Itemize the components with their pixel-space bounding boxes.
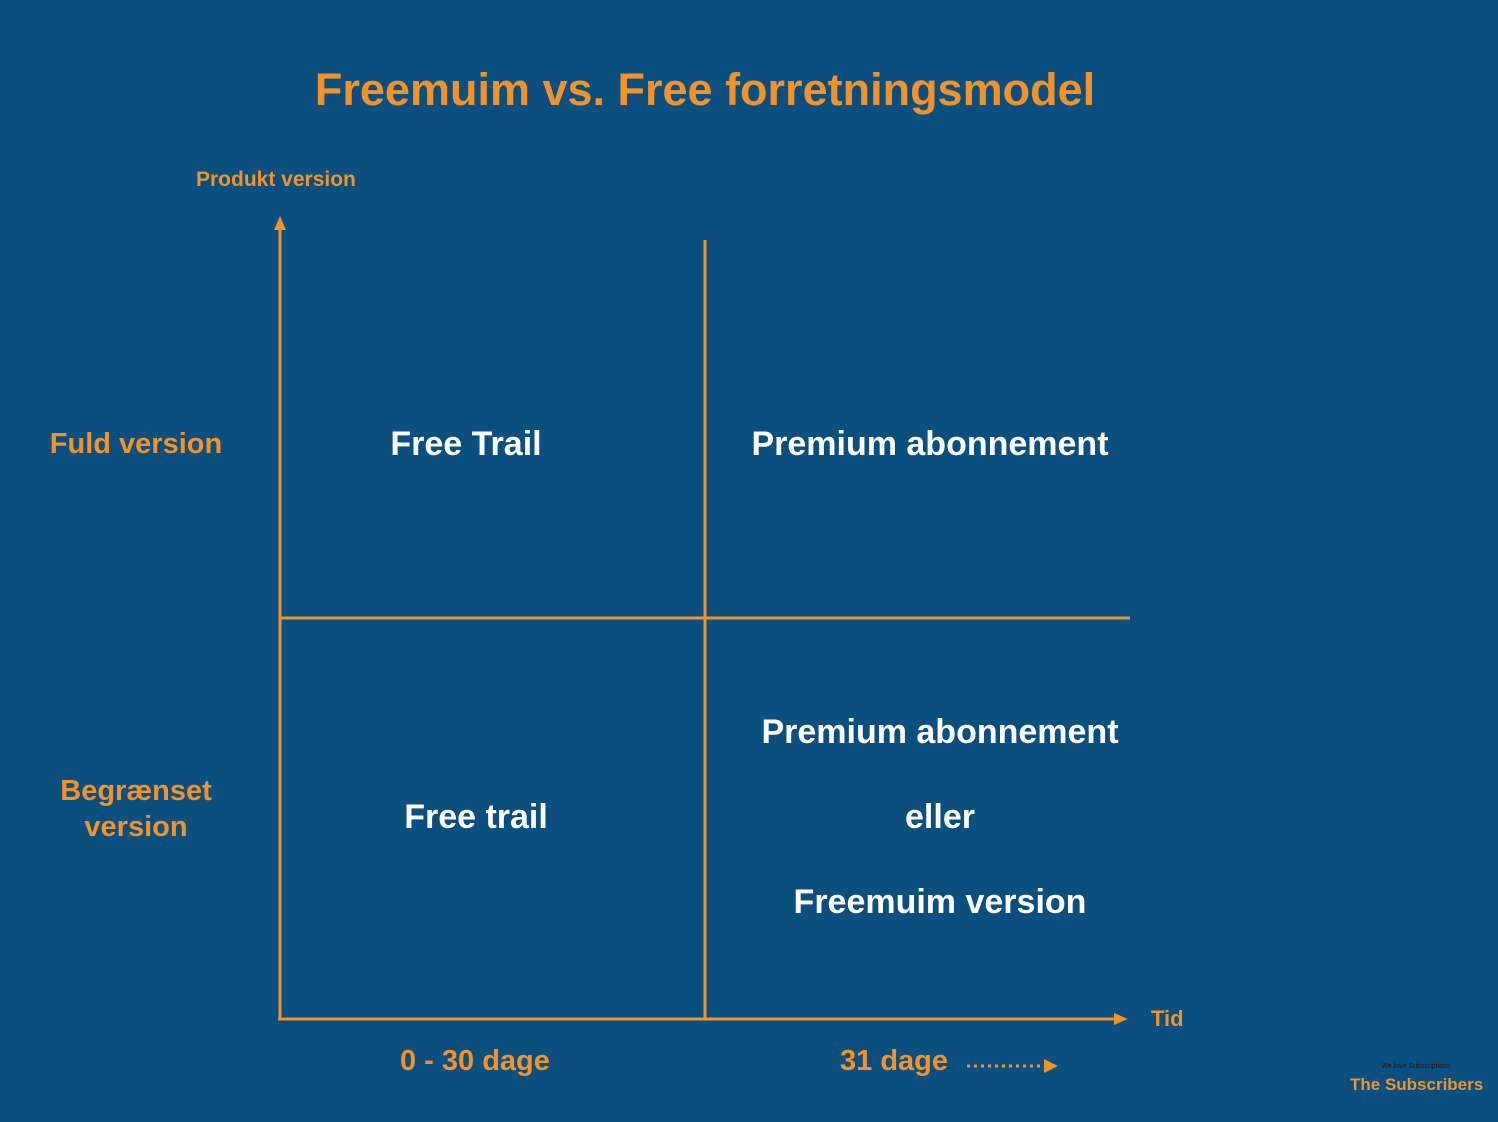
row-label-limited-line2: version	[84, 811, 188, 843]
row-label-full: Fuld version	[49, 428, 223, 460]
dotted-arrowhead	[1044, 1059, 1058, 1073]
x-axis-arrowhead	[1114, 1013, 1128, 1025]
y-axis-label: Produkt version	[196, 168, 356, 191]
cell-bottom-left: Free trail	[404, 798, 548, 836]
cell-bottom-right-line1: Premium abonnement	[761, 713, 1119, 751]
y-axis-arrowhead	[274, 216, 286, 230]
cell-top-right: Premium abonnement	[751, 425, 1109, 463]
cell-bottom-right-line3: Freemuim version	[793, 883, 1087, 921]
brand-tagline: We love Subscriptions	[1381, 1063, 1451, 1070]
cell-bottom-right-line2: eller	[905, 798, 975, 836]
brand-name: The Subscribers	[1350, 1075, 1484, 1094]
x-axis-label: Tid	[1151, 1006, 1184, 1031]
column-label-right: 31 dage	[840, 1045, 948, 1077]
cell-top-left: Free Trail	[390, 425, 542, 463]
row-label-limited-line1: Begrænset	[60, 775, 212, 807]
row-label-limited: Begrænset version	[16, 773, 256, 845]
column-label-left: 0 - 30 dage	[400, 1045, 550, 1077]
diagram-title: Freemuim vs. Free forretningsmodel	[314, 64, 1096, 115]
